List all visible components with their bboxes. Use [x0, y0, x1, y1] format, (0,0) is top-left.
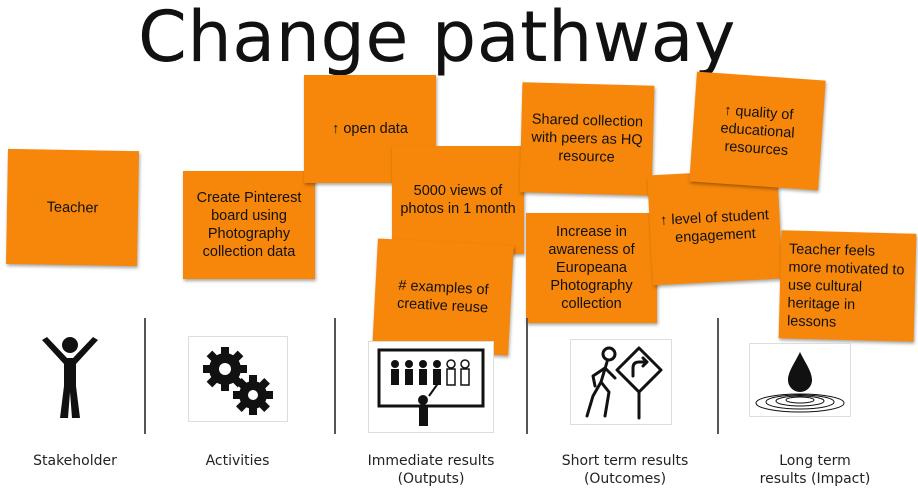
note-text: ↑ level of student engagement: [659, 207, 770, 247]
column-divider: [717, 318, 719, 434]
note-text: Shared collection with peers as HQ resou…: [531, 111, 644, 166]
walking-person-sign-icon: [570, 339, 672, 425]
column-divider: [144, 318, 146, 434]
label-line: (Outputs): [397, 471, 465, 487]
person-arms-raised-icon: [38, 336, 102, 420]
note-text: ↑ open data: [332, 121, 408, 137]
label-line: Short term results: [561, 453, 689, 469]
note-text: 5000 views of photos in 1 month: [400, 183, 516, 217]
note-text: Teacher feels more motivated to use cult…: [786, 241, 905, 331]
note-views: 5000 views of photos in 1 month: [392, 146, 524, 254]
note-open-data: ↑ open data: [304, 75, 436, 183]
column-label-long-term: Long term results (Impact): [740, 452, 890, 488]
label-line: results (Impact): [759, 471, 871, 487]
note-examples: # examples of creative reuse: [372, 238, 514, 356]
presentation-audience-icon: [368, 341, 494, 433]
note-text: Create Pinterest board using Photography…: [196, 190, 302, 260]
note-text: ↑ quality of educational resources: [719, 102, 796, 160]
label-line: Immediate results: [367, 453, 495, 469]
water-drop-ripple-icon: [749, 343, 851, 417]
column-label-immediate: Immediate results (Outputs): [350, 452, 512, 488]
note-teacher: Teacher: [6, 148, 139, 267]
label-line: Long term: [779, 453, 851, 469]
column-divider: [334, 318, 336, 434]
note-text: Increase in awareness of Europeana Photo…: [548, 224, 635, 312]
note-text: Teacher: [46, 199, 99, 216]
note-create-board: Create Pinterest board using Photography…: [183, 171, 315, 279]
column-label-short-term: Short term results (Outcomes): [540, 452, 710, 488]
page-title: Change pathway: [138, 0, 736, 78]
note-text: # examples of creative reuse: [396, 277, 489, 317]
gears-icon: [188, 336, 288, 422]
label-line: Stakeholder: [33, 453, 117, 469]
note-quality: ↑ quality of educational resources: [689, 71, 826, 191]
label-line: (Outcomes): [583, 471, 667, 487]
column-divider: [526, 318, 528, 434]
note-shared: Shared collection with peers as HQ resou…: [519, 82, 655, 196]
note-awareness: Increase in awareness of Europeana Photo…: [526, 213, 657, 323]
column-label-activities: Activities: [170, 452, 305, 470]
column-label-stakeholder: Stakeholder: [10, 452, 140, 470]
note-motivated: Teacher feels more motivated to use cult…: [778, 230, 917, 342]
label-line: Activities: [205, 453, 270, 469]
